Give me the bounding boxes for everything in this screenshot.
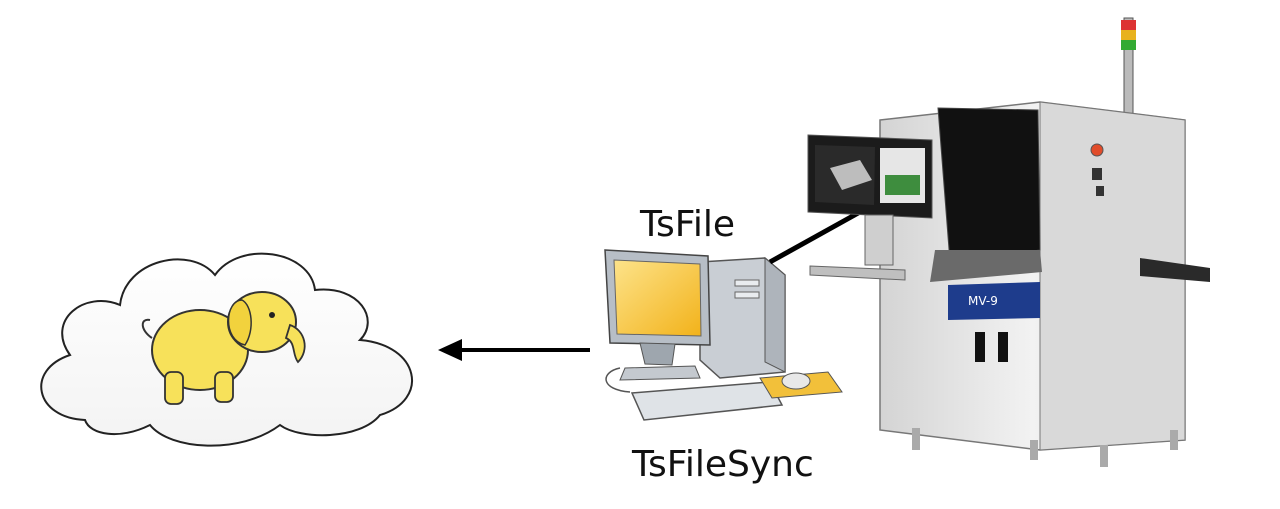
desktop-computer-icon [604,249,843,421]
tsfilesync-label: TsFileSync [632,444,814,485]
inspection-machine-icon: MV-9 [807,17,1210,467]
tsfile-label: TsFile [640,204,736,245]
hadoop-elephant-icon [141,291,306,405]
connector-line [768,209,862,265]
machine-badge-text: MV-9 [968,294,998,308]
arrow-left-icon [438,339,590,361]
